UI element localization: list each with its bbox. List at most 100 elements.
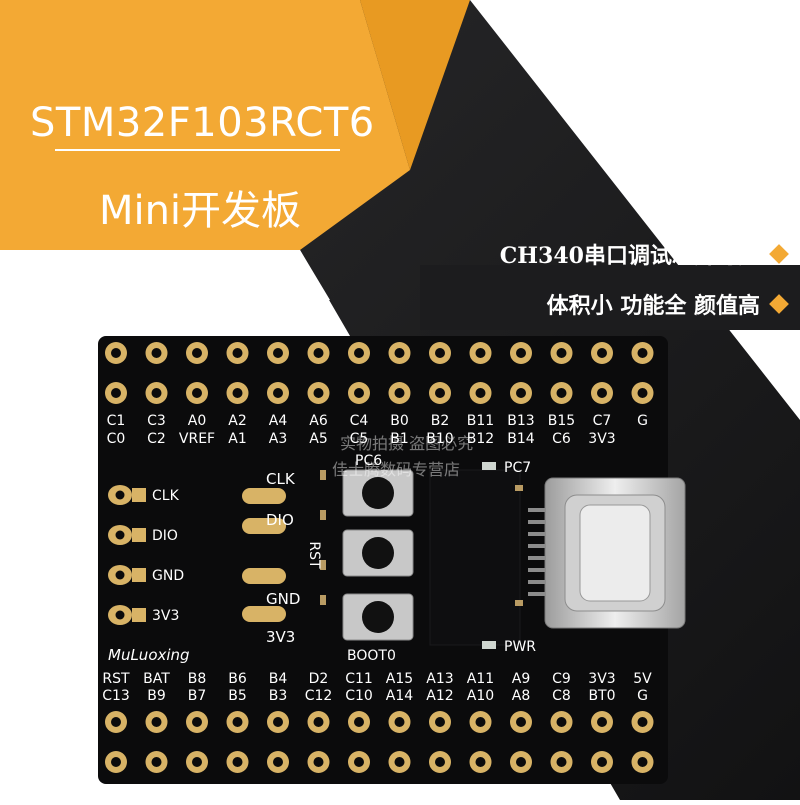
header-pin-hole — [192, 717, 202, 727]
header-pin-hole — [313, 717, 324, 727]
pin-label: C2 — [147, 431, 166, 447]
feature-ch340: CH340串口调试芯片可选 — [499, 243, 760, 269]
header-pin-hole — [354, 717, 364, 727]
jumper-pad — [242, 568, 286, 584]
pc6-button[interactable] — [342, 469, 414, 517]
header-pin-hole — [435, 388, 445, 398]
header-pin-hole — [273, 388, 283, 398]
header-pin-hole — [232, 717, 243, 727]
header-pin-hole — [475, 388, 486, 398]
product-title: STM32F103RCT6 — [30, 100, 375, 146]
pin-label: B7 — [188, 688, 207, 704]
pin-label: D2 — [309, 671, 329, 687]
pin-label: G — [637, 413, 648, 429]
header-pin-hole — [111, 757, 121, 767]
header-pin-hole — [273, 348, 283, 358]
header-pin-hole — [637, 348, 648, 358]
button-label-rst: RST — [306, 541, 322, 569]
header-pin-hole — [232, 757, 243, 767]
header-pin-hole — [637, 757, 648, 767]
header-pin-hole — [597, 348, 607, 358]
pin-label: A14 — [386, 688, 413, 704]
pin-label: C12 — [305, 688, 333, 704]
swd-pad — [132, 488, 146, 502]
pin-label: C11 — [345, 671, 373, 687]
pin-label: A4 — [269, 413, 288, 429]
swd-pin-hole — [115, 570, 125, 580]
header-pin-hole — [516, 388, 526, 398]
header-pin-hole — [313, 757, 324, 767]
header-pin-hole — [435, 717, 445, 727]
pin-label: B11 — [467, 413, 494, 429]
header-pin-hole — [192, 757, 202, 767]
header-pin-hole — [192, 348, 202, 358]
header-pin-hole — [556, 757, 567, 767]
header-pin-hole — [313, 348, 324, 358]
header-pin-hole — [111, 717, 121, 727]
pin-label: 3V3 — [588, 431, 615, 447]
swd-pad — [132, 568, 146, 582]
header-pins-top — [105, 342, 654, 404]
header-pin-hole — [637, 717, 648, 727]
swd-pin-hole — [115, 530, 125, 540]
pin-label: B13 — [507, 413, 534, 429]
jumper-label-3v3: 3V3 — [266, 628, 295, 646]
jumper-label-dio: DIO — [266, 511, 294, 529]
feature-band — [420, 265, 800, 330]
pin-label: 5V — [633, 671, 652, 687]
pin-label: C9 — [552, 671, 571, 687]
header-pin-hole — [354, 388, 364, 398]
pin-label: B15 — [548, 413, 575, 429]
led-pwr — [482, 641, 496, 649]
led-label-pwr: PWR — [504, 639, 536, 655]
pin-label: B8 — [188, 671, 207, 687]
header-pin-hole — [151, 717, 162, 727]
pin-label: B14 — [507, 431, 535, 447]
feature-compact: 体积小 功能全 颜值高 — [546, 293, 760, 319]
pin-label: B0 — [390, 413, 409, 429]
pin-label: BAT — [143, 671, 170, 687]
header-pin-hole — [435, 757, 445, 767]
pin-label: 3V3 — [588, 671, 615, 687]
pin-label: B1 — [390, 431, 409, 447]
header-pin-hole — [354, 757, 364, 767]
rst-button[interactable] — [342, 529, 414, 577]
pin-label: C4 — [350, 413, 369, 429]
header-pin-hole — [516, 717, 526, 727]
header-pin-hole — [394, 757, 405, 767]
pin-label: B6 — [228, 671, 247, 687]
swd-label: DIO — [152, 528, 178, 544]
header-pin-hole — [597, 388, 607, 398]
pin-label: B10 — [426, 431, 453, 447]
pin-label: B4 — [269, 671, 288, 687]
header-pin-hole — [313, 388, 324, 398]
orange-panel-edge — [360, 0, 470, 170]
pin-label: A9 — [512, 671, 530, 687]
pin-label: VREF — [179, 431, 215, 447]
pin-label: C13 — [102, 688, 130, 704]
jumper-pads — [242, 488, 286, 622]
pin-label: A3 — [269, 431, 287, 447]
orange-panel — [0, 0, 410, 250]
swd-pad — [132, 608, 146, 622]
usb-c-connector — [528, 477, 686, 629]
pin-label: A12 — [426, 688, 453, 704]
header-pin-hole — [192, 388, 202, 398]
header-pin-hole — [475, 757, 486, 767]
header-pin-hole — [273, 757, 283, 767]
brand-logo: MuLuoxing — [108, 646, 190, 664]
boot0-button[interactable] — [342, 593, 414, 641]
pin-label: A2 — [228, 413, 246, 429]
pin-label: C8 — [552, 688, 571, 704]
header-pin-hole — [597, 757, 607, 767]
pin-label: C5 — [350, 431, 369, 447]
header-pin-hole — [475, 717, 486, 727]
product-subtitle: Mini开发板 — [98, 188, 302, 234]
led-pc7 — [482, 462, 496, 470]
smd-components — [320, 470, 523, 606]
